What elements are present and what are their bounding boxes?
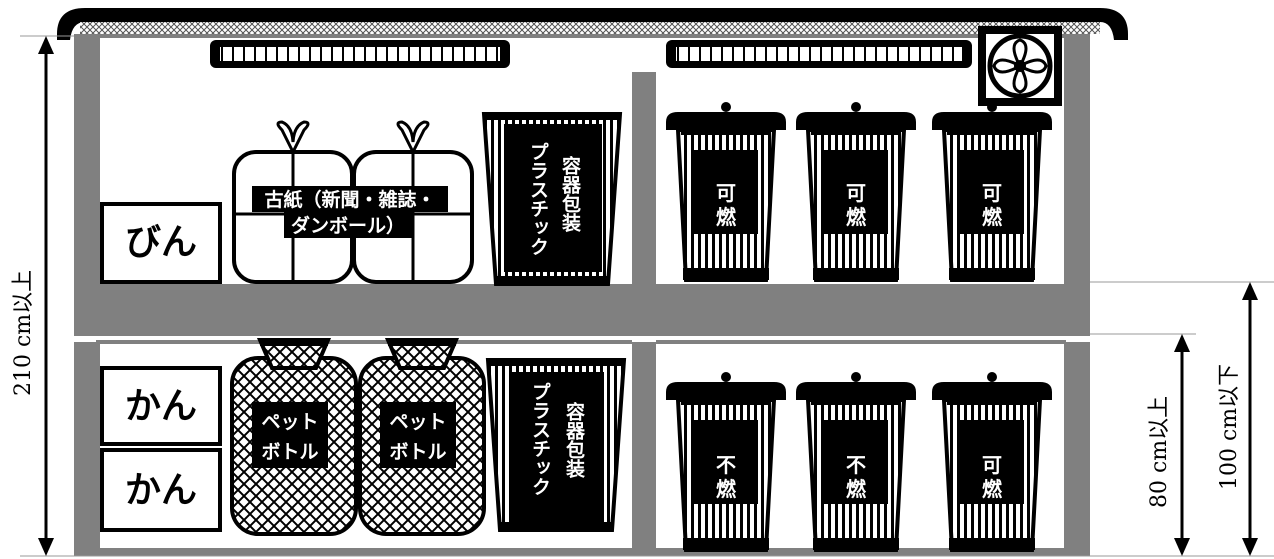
plastic-upper-col1: プラスチック	[527, 142, 549, 256]
bin4-label-b: 燃	[716, 477, 737, 501]
total-height-label: 210 cm以上	[11, 270, 36, 396]
can-label-upper: かん	[125, 386, 197, 427]
bin6-label-a: 可	[982, 453, 1002, 477]
bin3-label-a: 可	[982, 181, 1002, 205]
height-dimension-total: 210 cm以上	[11, 35, 74, 556]
bin5-label-b: 燃	[846, 477, 867, 501]
upper-limit-label: 100 cm以下	[1217, 364, 1242, 490]
floor	[74, 548, 1090, 556]
bin2-label-a: 可	[846, 181, 866, 205]
pet2-line1: ペット	[389, 411, 446, 433]
lower-limit-label: 80 cm以上	[1147, 396, 1172, 508]
middle-shelf	[74, 284, 1090, 336]
can-box-upper: かん	[100, 366, 222, 446]
pet2-line2: ボトル	[389, 441, 446, 463]
can-box-lower: かん	[100, 448, 222, 532]
bin1-label-b: 燃	[716, 205, 737, 229]
plastic-bin-lower: プラスチック 容器包装	[486, 358, 626, 532]
pet1-line1: ペット	[261, 411, 318, 433]
bin2-label-b: 燃	[846, 205, 867, 229]
bin5-label-a: 不	[846, 453, 866, 477]
bin6-label-b: 燃	[982, 477, 1003, 501]
bin4-label-a: 不	[716, 453, 736, 477]
bin1-label-a: 可	[716, 181, 736, 205]
plastic-bin-upper: プラスチック 容器包装	[482, 112, 622, 286]
pet1-line2: ボトル	[261, 441, 318, 463]
bottles-label: びん	[125, 222, 197, 263]
roof	[57, 8, 1128, 40]
roof-lattice	[80, 22, 1100, 34]
height-dimension-lower: 80 cm以上	[1090, 333, 1196, 556]
bin-box-bottles: びん	[100, 202, 222, 284]
plastic-lower-col2: 容器包装	[563, 401, 586, 479]
paper-label-line1: 古紙（新聞・雑誌・	[264, 188, 435, 211]
height-dimension-upper: 100 cm以下	[1090, 281, 1274, 556]
can-label-lower: かん	[125, 470, 197, 511]
fan-icon	[978, 26, 1062, 106]
plastic-lower-col1: プラスチック	[529, 382, 551, 496]
right-vent-grille	[666, 40, 972, 68]
paper-label-line2: ダンボール）	[291, 214, 405, 237]
plastic-upper-col2: 容器包装	[559, 155, 582, 233]
bin3-label-b: 燃	[982, 205, 1003, 229]
paper-label: 古紙（新聞・雑誌・ ダンボール）	[252, 186, 448, 238]
